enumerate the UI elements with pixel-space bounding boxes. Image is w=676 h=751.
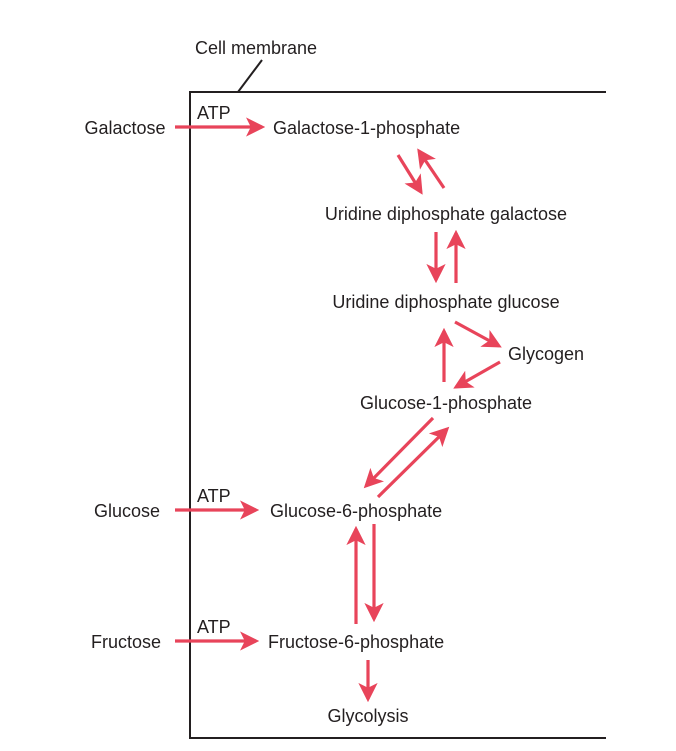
fructose-6-phosphate-label: Fructose-6-phosphate xyxy=(268,632,444,652)
atp-label-fructose: ATP xyxy=(197,617,231,637)
atp-label-glucose: ATP xyxy=(197,486,231,506)
udp-galactose-label: Uridine diphosphate galactose xyxy=(325,204,567,224)
udpglc-to-glycogen-arrow xyxy=(454,320,502,348)
g6p-to-g1p-arrow xyxy=(376,426,450,499)
galactose-label: Galactose xyxy=(84,118,165,138)
udp-glucose-label: Uridine diphosphate glucose xyxy=(332,292,559,312)
g1p-to-g6p-arrow xyxy=(363,416,435,489)
gal1p-to-udpgal-arrow xyxy=(396,154,423,195)
cell-membrane-outline xyxy=(189,91,606,739)
glucose-1-phosphate-label: Glucose-1-phosphate xyxy=(360,393,532,413)
atp-label-galactose: ATP xyxy=(197,103,231,123)
fructose-label: Fructose xyxy=(91,632,161,652)
glycogen-to-g1p-arrow xyxy=(453,360,501,389)
cell-membrane-label: Cell membrane xyxy=(195,38,317,58)
glucose-label: Glucose xyxy=(94,501,160,521)
cell-membrane-leader-line xyxy=(237,59,263,93)
udpgal-to-gal1p-arrow xyxy=(417,148,446,189)
glycogen-label: Glycogen xyxy=(508,344,584,364)
glycolysis-label: Glycolysis xyxy=(327,706,408,726)
galactose-1-phosphate-label: Galactose-1-phosphate xyxy=(273,118,460,138)
glucose-6-phosphate-label: Glucose-6-phosphate xyxy=(270,501,442,521)
